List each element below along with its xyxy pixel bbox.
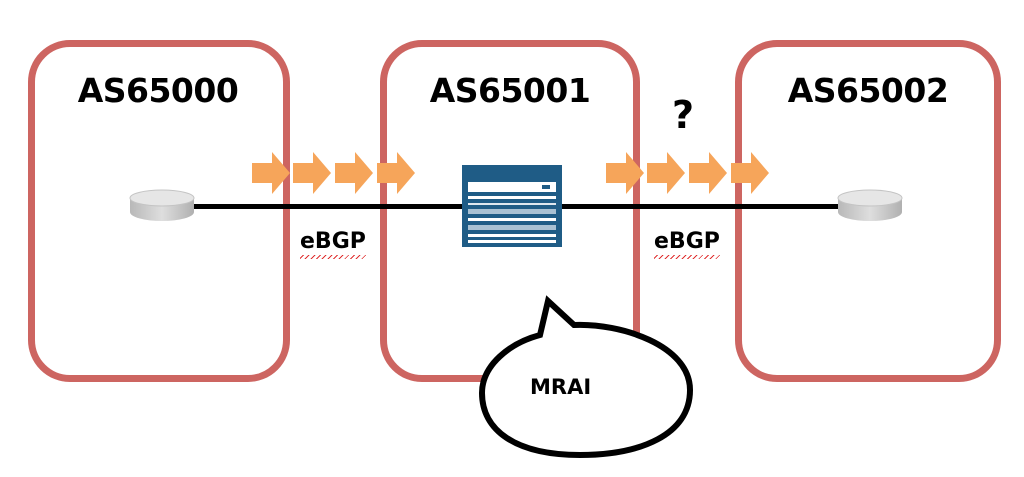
arrow-right-icon (252, 152, 290, 194)
router-icon (837, 189, 903, 221)
as-label: AS65000 (77, 71, 239, 110)
as-box-as65002 (735, 40, 1001, 382)
arrow-right-icon (377, 152, 415, 194)
ebgp-label: eBGP (654, 229, 720, 259)
question-mark: ? (672, 93, 695, 137)
router-icon (129, 189, 195, 221)
mrai-label: MRAI (530, 375, 592, 399)
arrow-right-icon (647, 152, 685, 194)
ebgp-label: eBGP (300, 229, 366, 259)
as-box-as65000 (28, 40, 290, 382)
as-label: AS65002 (787, 71, 949, 110)
arrow-right-icon (606, 152, 644, 194)
link-line-right (558, 204, 843, 209)
arrow-right-icon (689, 152, 727, 194)
arrow-right-icon (335, 152, 373, 194)
link-line-left (192, 204, 467, 209)
arrow-right-icon (731, 152, 769, 194)
speech-bubble-icon (478, 295, 694, 459)
as-label: AS65001 (429, 71, 591, 110)
arrow-right-icon (293, 152, 331, 194)
network-device-icon (462, 165, 562, 247)
